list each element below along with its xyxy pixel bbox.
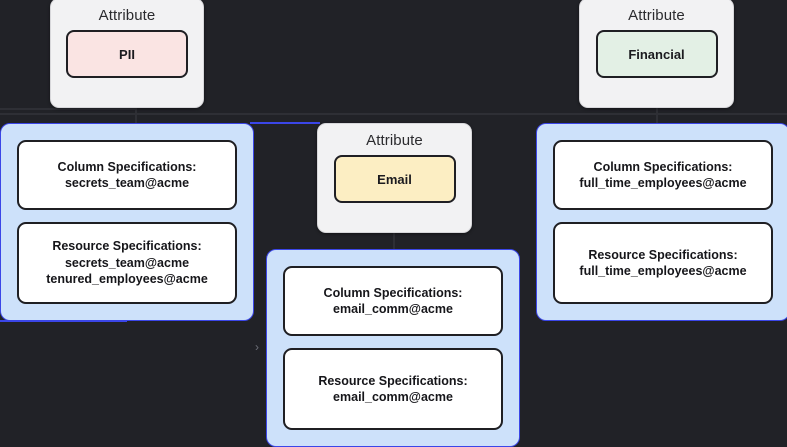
attribute-chip-label: Financial bbox=[628, 46, 685, 62]
attribute-card-email[interactable]: Attribute Email bbox=[317, 123, 472, 233]
spec-panel-financial[interactable]: Column Specifications: full_time_employe… bbox=[536, 123, 787, 321]
spec-panel-pii[interactable]: Column Specifications: secrets_team@acme… bbox=[0, 123, 254, 321]
resource-specifications-value: email_comm@acme bbox=[333, 390, 453, 405]
spec-panel-email[interactable]: Column Specifications: email_comm@acme R… bbox=[266, 249, 520, 447]
chevron-right-icon[interactable]: › bbox=[255, 340, 259, 354]
edge-top-rail bbox=[0, 113, 787, 115]
attribute-chip-label: PII bbox=[119, 46, 135, 62]
column-specifications-value: secrets_team@acme bbox=[64, 176, 190, 191]
resource-specifications-value: secrets_team@acme bbox=[64, 255, 190, 270]
edge-pii-horizontal bbox=[0, 108, 136, 110]
attribute-card-title: Attribute bbox=[98, 7, 156, 24]
edge-email-vertical bbox=[393, 232, 395, 250]
edge-highlight-email bbox=[250, 122, 320, 124]
column-specifications-heading: Column Specifications: bbox=[323, 285, 463, 300]
resource-specifications-box-pii[interactable]: Resource Specifications: secrets_team@ac… bbox=[17, 222, 237, 304]
attribute-card-financial[interactable]: Attribute Financial bbox=[579, 0, 734, 108]
resource-specifications-box-financial[interactable]: Resource Specifications: full_time_emplo… bbox=[553, 222, 773, 304]
column-specifications-box-financial[interactable]: Column Specifications: full_time_employe… bbox=[553, 140, 773, 211]
resource-specifications-heading: Resource Specifications: bbox=[318, 373, 468, 388]
attribute-card-title: Attribute bbox=[628, 7, 685, 24]
column-specifications-heading: Column Specifications: bbox=[57, 159, 197, 174]
column-specifications-value: full_time_employees@acme bbox=[579, 176, 747, 191]
column-specifications-box-email[interactable]: Column Specifications: email_comm@acme bbox=[283, 266, 503, 337]
attribute-chip-pii[interactable]: PII bbox=[66, 30, 188, 78]
resource-specifications-heading: Resource Specifications: bbox=[52, 239, 202, 254]
column-specifications-heading: Column Specifications: bbox=[593, 159, 733, 174]
resource-specifications-heading: Resource Specifications: bbox=[588, 247, 738, 262]
attribute-card-title: Attribute bbox=[366, 132, 423, 149]
attribute-chip-financial[interactable]: Financial bbox=[595, 30, 718, 78]
column-specifications-value: email_comm@acme bbox=[333, 302, 453, 317]
resource-specifications-box-email[interactable]: Resource Specifications: email_comm@acme bbox=[283, 348, 503, 430]
resource-specifications-value: full_time_employees@acme bbox=[579, 264, 747, 279]
resource-specifications-value: tenured_employees@acme bbox=[46, 272, 208, 287]
edge-pii-vertical bbox=[135, 108, 137, 124]
edge-financial-vertical bbox=[656, 108, 658, 124]
column-specifications-box-pii[interactable]: Column Specifications: secrets_team@acme bbox=[17, 140, 237, 211]
attribute-chip-email[interactable]: Email bbox=[333, 155, 456, 203]
edge-highlight-pii bbox=[0, 320, 127, 322]
attribute-card-pii[interactable]: Attribute PII bbox=[50, 0, 204, 108]
attribute-chip-label: Email bbox=[377, 171, 412, 187]
